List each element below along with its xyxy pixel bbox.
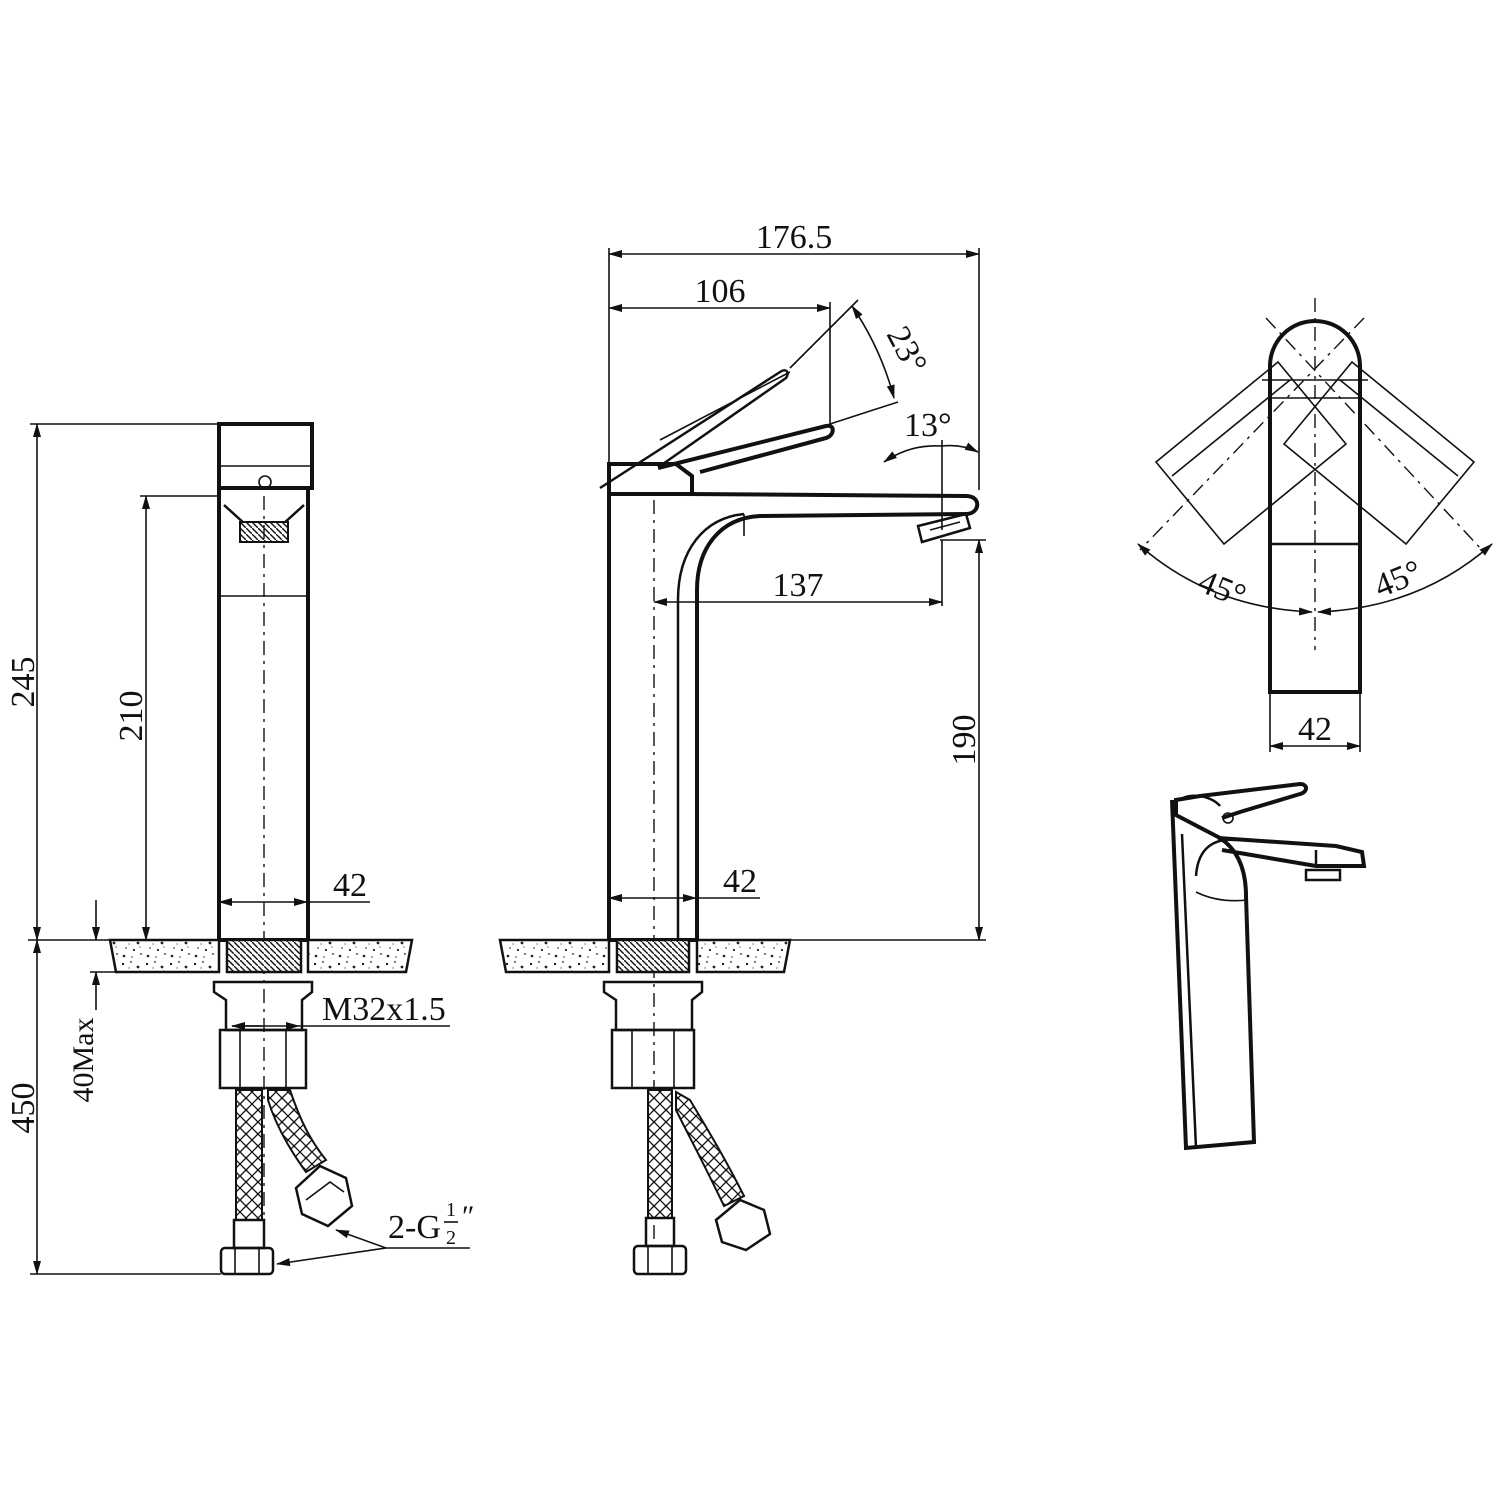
hose-spec-suffix: ″ [462,1200,475,1233]
dim-side-spout-reach: 137 [773,567,824,604]
dim-side-spout-angle: 13° [904,407,952,444]
front-hose-nut-left [219,1246,275,1276]
dim-side-spout-clearance: 190 [946,715,983,766]
top-lever-rotated-left [1154,360,1348,546]
front-deck-right [306,938,414,974]
side-body [607,492,980,942]
front-lever-head [217,422,314,490]
hose-spec-denominator: 2 [446,1227,456,1249]
side-hose-right [675,1090,746,1208]
dim-front-below-deck: 450 [5,1083,42,1134]
dim-side-lever-length: 106 [695,273,746,310]
side-lever-closed [657,423,835,474]
top-view: 45° 45° 42 [1137,298,1493,752]
side-deck-left [498,938,611,974]
side-hose-nut-right [714,1198,772,1252]
dim-top-left-rotation: 45° [1193,563,1251,615]
dim-front-deck-max: 40Max [67,1018,100,1103]
dim-front-spout-height: 210 [113,691,150,742]
dim-front-body-width: 42 [333,867,367,904]
front-hose-left [235,1089,263,1221]
perspective-lever [1174,781,1308,820]
top-body [1268,319,1362,694]
dim-front-total-height: 245 [5,657,42,708]
perspective-spout [1217,836,1367,868]
top-lever-rotated-right [1282,360,1476,546]
thread-spec-label: M32x1.5 [322,991,446,1028]
side-view: 176.5 106 23° 13° 137 190 42 [498,219,986,1276]
dim-side-lever-angle: 23° [879,320,934,379]
front-threaded-shank [225,938,303,974]
dim-top-body-width: 42 [1298,711,1332,748]
side-threaded-shank [615,938,691,974]
front-mounting-nut [212,980,314,1032]
side-hose-nut-left [632,1244,688,1276]
perspective-view [1170,781,1367,1151]
front-deck-left [108,938,221,974]
dim-side-body-width: 42 [723,863,757,900]
hose-spec-prefix: 2-G [388,1209,441,1246]
front-hose-nut-right [294,1164,354,1228]
front-hose-right [267,1089,328,1174]
side-hose-left [647,1089,673,1219]
dim-top-right-rotation: 45° [1369,553,1427,605]
side-lever-base [607,462,694,496]
side-deck-right [695,938,792,974]
perspective-aerator [1304,868,1342,882]
side-lever-open [599,369,789,490]
hose-spec-numerator: 1 [446,1199,456,1221]
dim-side-overall-length: 176.5 [756,219,833,256]
side-mounting-nut [602,980,704,1032]
side-aerator [916,512,972,544]
front-view: 245 210 42 40Max 450 M32x1.5 2-G 1 2 [5,422,475,1276]
